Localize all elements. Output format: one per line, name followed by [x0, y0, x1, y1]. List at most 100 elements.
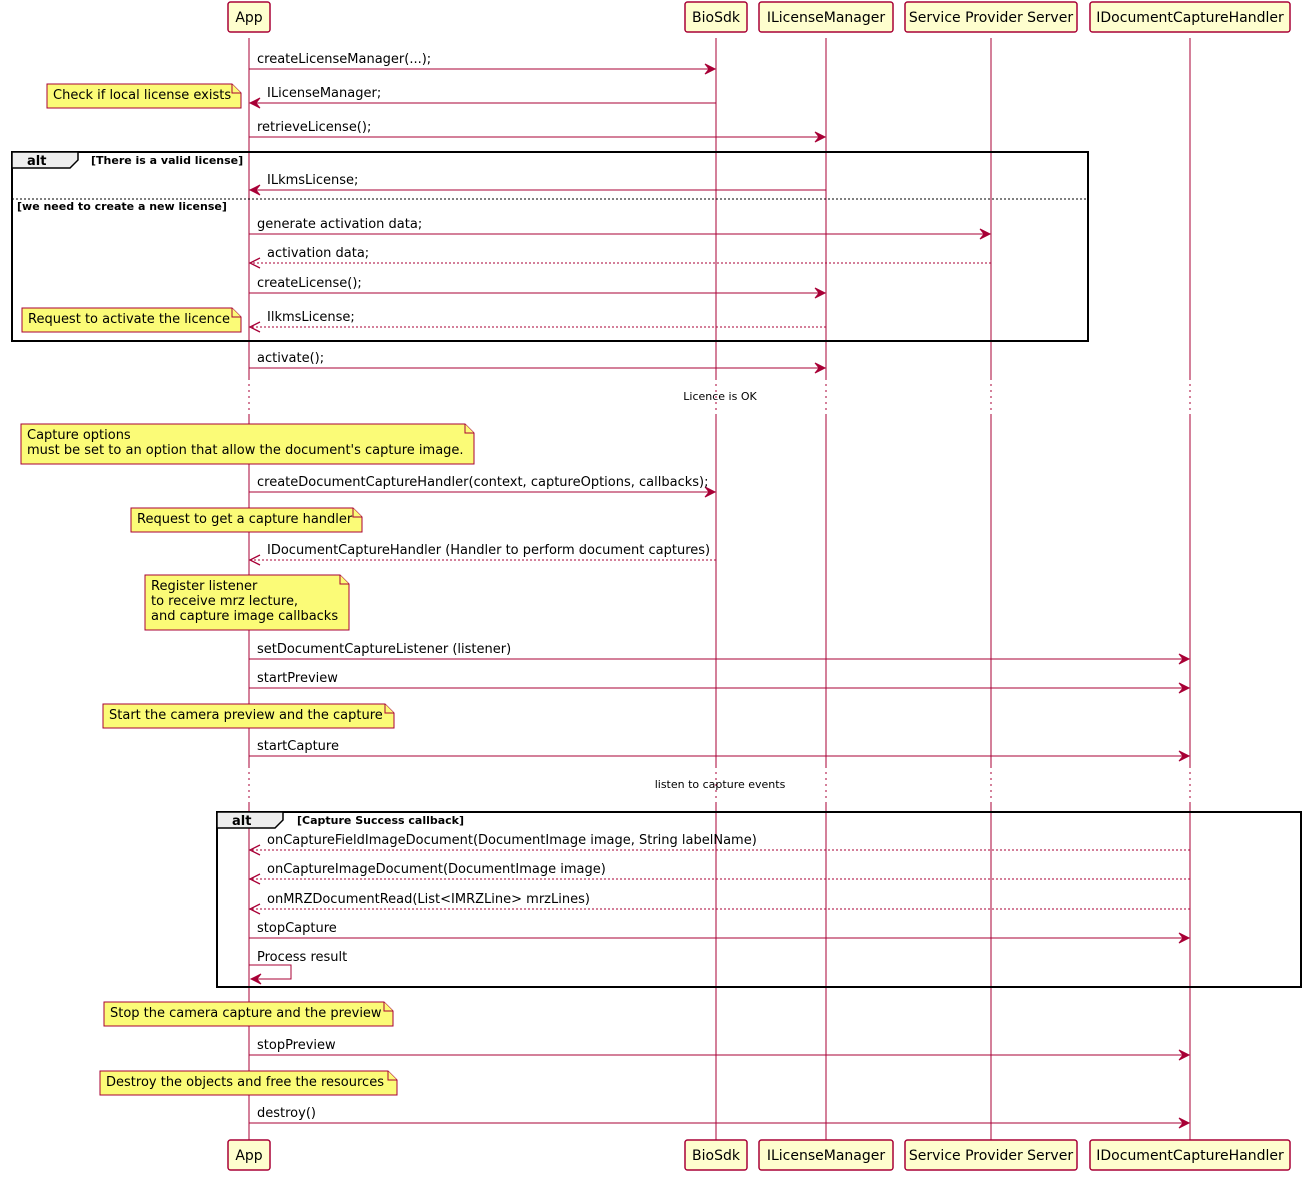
- message-arrow: [248, 97, 261, 109]
- message-label: Process result: [257, 950, 347, 965]
- message-label: stopPreview: [257, 1038, 336, 1053]
- participant-box: [758, 1, 894, 33]
- message-arrow: [248, 184, 261, 196]
- participant-label: BioSdk: [692, 10, 741, 26]
- message-label: startCapture: [257, 739, 339, 754]
- note-box: [46, 83, 242, 109]
- message-label: startPreview: [257, 671, 338, 686]
- note: Request to get a capture handler: [130, 507, 363, 533]
- note-box: [21, 307, 242, 333]
- participant-sps-bottom: Service Provider Server: [904, 1139, 1078, 1171]
- message: ILicenseManager;: [248, 86, 716, 109]
- message-line: [249, 964, 292, 980]
- message: IlkmsLicense;: [248, 310, 826, 333]
- message-arrow: [248, 903, 261, 915]
- message: generate activation data;: [249, 217, 992, 240]
- lifelines: [248, 38, 1191, 1140]
- delay-label: listen to capture events: [655, 778, 786, 791]
- fragment-else-guard: [we need to create a new license]: [17, 200, 227, 213]
- message-label: generate activation data;: [257, 217, 422, 232]
- fragment-frame: [11, 151, 1089, 342]
- message-arrow: [704, 486, 717, 498]
- message-label: retrieveLicense();: [257, 120, 371, 135]
- participant-dch-top: IDocumentCaptureHandler: [1089, 1, 1291, 33]
- message: createLicense();: [249, 276, 827, 299]
- note-fold: [339, 575, 349, 585]
- message-label: onCaptureImageDocument(DocumentImage ima…: [267, 862, 606, 877]
- participant-box: [1089, 1139, 1291, 1171]
- delay: listen to capture events: [655, 778, 786, 791]
- note-box: [99, 1070, 398, 1096]
- message-arrow: [1178, 653, 1191, 665]
- note-text: must be set to an option that allow the …: [27, 443, 464, 458]
- message: onMRZDocumentRead(List<IMRZLine> mrzLine…: [248, 892, 1190, 915]
- note-box: [130, 507, 363, 533]
- participant-label: App: [235, 10, 262, 26]
- note: Request to activate the licence: [21, 307, 242, 333]
- participant-box: [684, 1139, 748, 1171]
- participant-biosdk-bottom: BioSdk: [684, 1139, 748, 1171]
- note-text: and capture image callbacks: [151, 609, 338, 624]
- note-text: Request to get a capture handler: [137, 512, 353, 527]
- message: createDocumentCaptureHandler(context, ca…: [249, 475, 717, 498]
- participant-licmgr-bottom: ILicenseManager: [758, 1139, 894, 1171]
- note: Stop the camera capture and the preview: [103, 1001, 394, 1027]
- message-label: IlkmsLicense;: [267, 310, 355, 325]
- fragments: alt [There is a valid license] [we need to…: [11, 151, 1302, 988]
- participant-box: [684, 1, 748, 33]
- note-text: Stop the camera capture and the preview: [110, 1006, 382, 1021]
- note-box: [102, 703, 395, 729]
- note-fold: [384, 704, 394, 714]
- message: stopCapture: [249, 921, 1191, 944]
- participant-label: IDocumentCaptureHandler: [1096, 1148, 1284, 1164]
- fragment-keyword: alt: [27, 154, 46, 169]
- message-arrow: [814, 131, 827, 143]
- message: ILkmsLicense;: [248, 173, 826, 196]
- participant-app-top: App: [227, 1, 271, 33]
- note-fold: [383, 1002, 393, 1012]
- participant-dch-bottom: IDocumentCaptureHandler: [1089, 1139, 1291, 1171]
- message-arrow: [1178, 750, 1191, 762]
- message: Process result: [249, 950, 347, 985]
- note-text: to receive mrz lecture,: [151, 594, 298, 609]
- participant-label: ILicenseManager: [767, 1148, 886, 1164]
- message-label: ILkmsLicense;: [267, 173, 358, 188]
- participant-box: [1089, 1, 1291, 33]
- message-label: createDocumentCaptureHandler(context, ca…: [257, 475, 708, 490]
- note-box: [20, 423, 475, 465]
- note-fold: [464, 424, 474, 434]
- delay-label: Licence is OK: [683, 390, 757, 403]
- message-label: onCaptureFieldImageDocument(DocumentImag…: [267, 833, 757, 848]
- participant-box: [227, 1139, 271, 1171]
- message: onCaptureImageDocument(DocumentImage ima…: [248, 862, 1190, 885]
- participant-label: Service Provider Server: [909, 10, 1073, 26]
- note-box: [103, 1001, 394, 1027]
- message: startPreview: [249, 671, 1191, 694]
- note-fold: [231, 84, 241, 94]
- note-text: Start the camera preview and the capture: [109, 708, 383, 723]
- message-arrow: [1178, 932, 1191, 944]
- participant-app-bottom: App: [227, 1139, 271, 1171]
- message-label: destroy(): [257, 1106, 316, 1121]
- message-label: stopCapture: [257, 921, 337, 936]
- note-text: Request to activate the licence: [28, 312, 230, 327]
- message-arrow: [248, 257, 261, 269]
- participant-box: [227, 1, 271, 33]
- note-fold: [352, 508, 362, 518]
- note: Destroy the objects and free the resourc…: [99, 1070, 398, 1096]
- message-arrow: [704, 63, 717, 75]
- message-label: activation data;: [267, 246, 369, 261]
- participant-label: BioSdk: [692, 1148, 741, 1164]
- note-text: Check if local license exists: [53, 88, 231, 103]
- message-label: createLicenseManager(...);: [257, 52, 431, 67]
- message-arrow: [1178, 1117, 1191, 1129]
- message-arrow: [248, 321, 261, 333]
- message-label: createLicense();: [257, 276, 362, 291]
- message: activate();: [249, 351, 827, 374]
- message-arrow: [248, 873, 261, 885]
- participant-biosdk-top: BioSdk: [684, 1, 748, 33]
- participant-box: [904, 1, 1078, 33]
- participant-label: IDocumentCaptureHandler: [1096, 10, 1284, 26]
- fragment-guard: [There is a valid license]: [91, 154, 243, 167]
